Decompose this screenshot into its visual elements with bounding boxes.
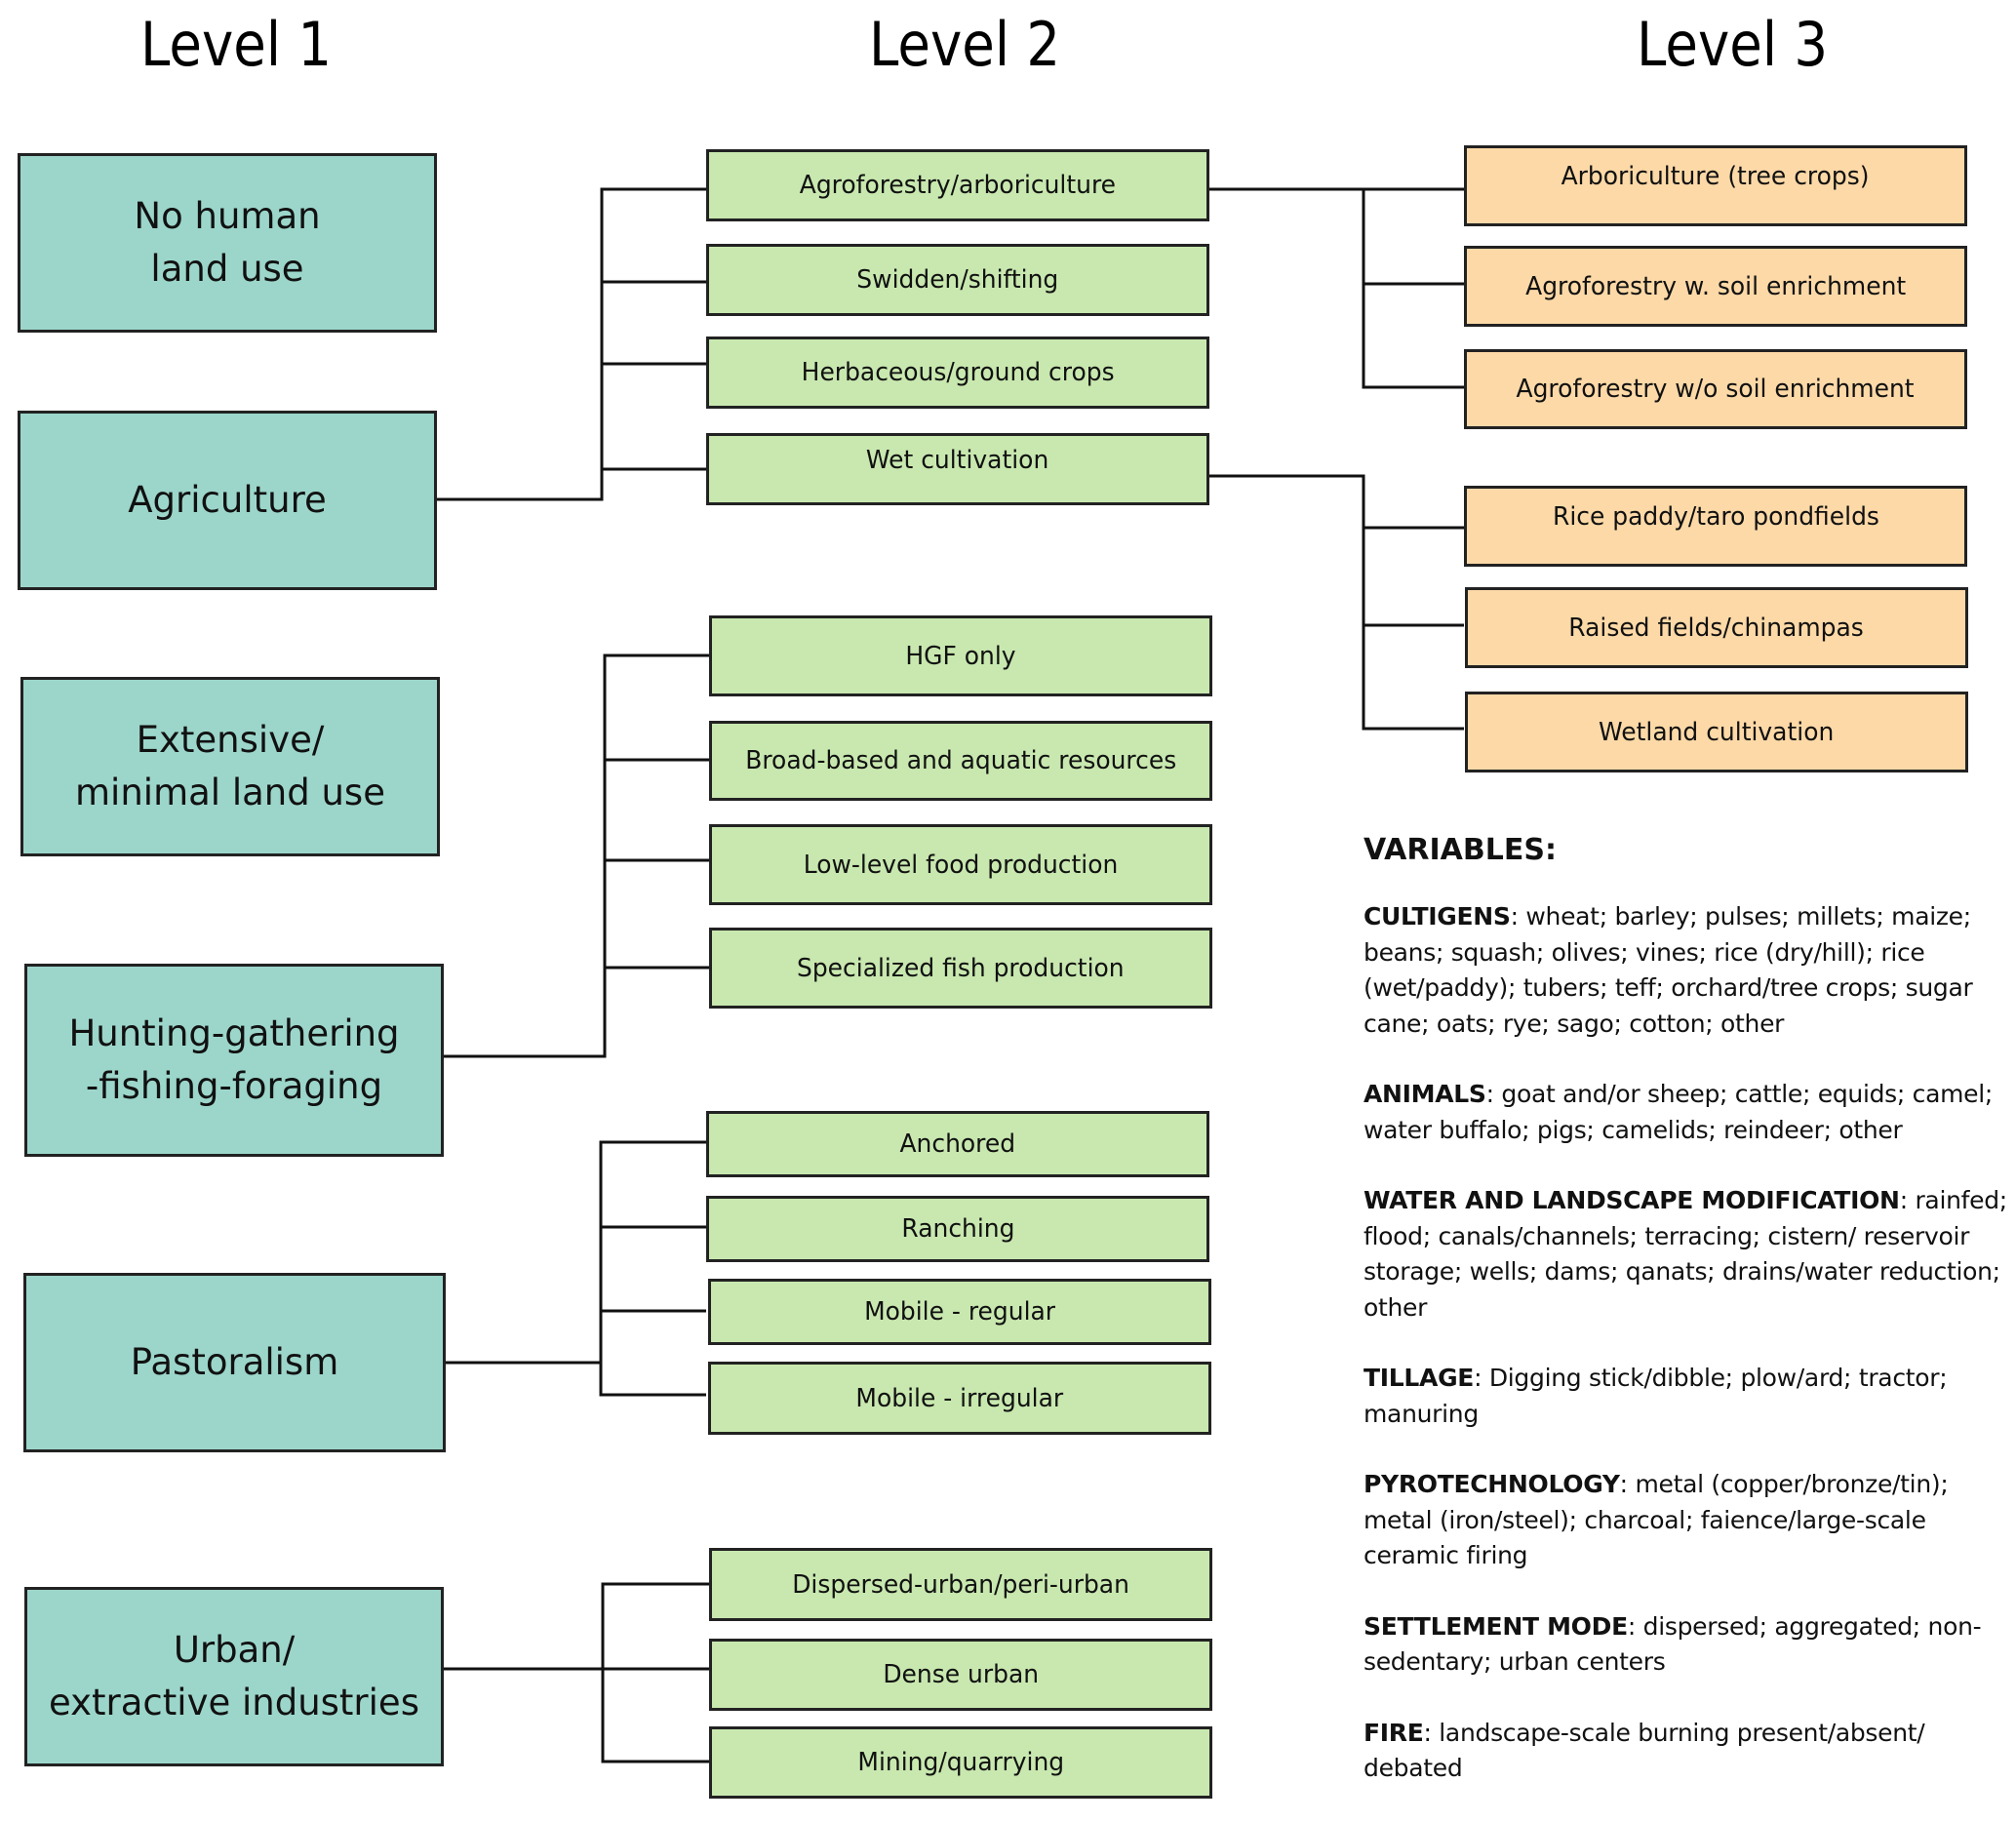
level-3-heading: Level 3	[1636, 9, 1829, 80]
variable-values: : wheat; barley; pulses; millets; maize;…	[1364, 902, 1973, 1038]
level2-ranching: Ranching	[706, 1196, 1209, 1262]
variable-values: : dispersed; aggregated; non-sedentary; …	[1364, 1611, 1982, 1677]
level1-hunting-gathering: Hunting-gathering -fishing-foraging	[24, 964, 444, 1157]
variable-values: : goat and/or sheep; cattle; equids; cam…	[1364, 1080, 1994, 1144]
level2-low-level-food: Low-level food production	[709, 824, 1212, 905]
level2-mobile-irregular: Mobile - irregular	[708, 1362, 1211, 1435]
level3-rice-paddy: Rice paddy/taro pondfields	[1464, 486, 1967, 567]
variable-values: : rainfed; flood; canals/channels; terra…	[1364, 1186, 2007, 1322]
box-label: Wet cultivation	[866, 446, 1049, 475]
variable-values: : landscape-scale burning present/absent…	[1364, 1718, 1925, 1783]
variable-name: PYROTECHNOLOGY	[1364, 1470, 1620, 1498]
variable-name: TILLAGE	[1364, 1364, 1475, 1392]
connector-urban-branch	[601, 1582, 709, 1763]
variable-name: WATER AND LANDSCAPE MODIFICATION	[1364, 1186, 1900, 1214]
box-label: Agriculture	[128, 479, 327, 521]
box-label: Ranching	[900, 1214, 1015, 1244]
variable-settlement-mode: SETTLEMENT MODE: dispersed; aggregated; …	[1364, 1609, 2007, 1681]
level2-dispersed-urban: Dispersed-urban/peri-urban	[709, 1548, 1212, 1621]
box-label: Dense urban	[883, 1660, 1039, 1689]
box-label: Hunting-gathering -fishing-foraging	[68, 1012, 400, 1107]
box-label: Low-level food production	[803, 850, 1119, 880]
variable-name: CULTIGENS	[1364, 902, 1511, 931]
box-label: Agroforestry/arboriculture	[799, 171, 1117, 200]
level-2-heading: Level 2	[868, 9, 1061, 80]
box-label: Mobile - irregular	[855, 1383, 1064, 1413]
level2-agroforestry: Agroforestry/arboriculture	[706, 149, 1209, 221]
box-label: Agroforestry w. soil enrichment	[1524, 271, 1907, 301]
box-label: Wetland cultivation	[1599, 717, 1835, 747]
variable-fire: FIRE: landscape-scale burning present/ab…	[1364, 1716, 2007, 1787]
level2-broad-based: Broad-based and aquatic resources	[709, 721, 1212, 801]
box-label: Urban/ extractive industries	[49, 1629, 419, 1723]
level2-herbaceous: Herbaceous/ground crops	[706, 337, 1209, 409]
variable-name: FIRE	[1364, 1718, 1424, 1747]
level2-mining-quarrying: Mining/quarrying	[709, 1726, 1212, 1799]
variable-values: : metal (copper/bronze/tin); metal (iron…	[1364, 1470, 1949, 1569]
connector-pastoral-branch	[599, 1140, 706, 1397]
variable-pyrotechnology: PYROTECHNOLOGY: metal (copper/bronze/tin…	[1364, 1467, 2007, 1574]
level2-swidden: Swidden/shifting	[706, 244, 1209, 316]
box-label: Raised fields/chinampas	[1568, 613, 1865, 643]
box-label: Mobile - regular	[864, 1297, 1055, 1327]
level2-mobile-regular: Mobile - regular	[708, 1279, 1211, 1345]
box-label: Mining/quarrying	[857, 1748, 1064, 1777]
connector-wet-l3	[1209, 474, 1464, 731]
level3-agroforestry-soil: Agroforestry w. soil enrichment	[1464, 246, 1967, 327]
level1-pastoralism: Pastoralism	[23, 1273, 446, 1452]
level1-no-human-land-use: No human land use	[18, 153, 437, 333]
level3-wetland-cultivation: Wetland cultivation	[1465, 692, 1968, 772]
level1-urban: Urban/ extractive industries	[24, 1587, 444, 1766]
connector-agriculture	[437, 187, 706, 501]
level1-extensive: Extensive/ minimal land use	[20, 677, 440, 856]
level2-anchored: Anchored	[706, 1111, 1209, 1177]
box-label: Agroforestry w/o soil enrichment	[1516, 375, 1916, 404]
level3-arboriculture: Arboriculture (tree crops)	[1464, 145, 1967, 226]
level3-raised-fields: Raised fields/chinampas	[1465, 587, 1968, 668]
variable-tillage: TILLAGE: Digging stick/dibble; plow/ard;…	[1364, 1361, 2007, 1432]
box-label: Arboriculture (tree crops)	[1561, 162, 1870, 191]
box-label: No human land use	[134, 195, 321, 290]
variable-cultigens: CULTIGENS: wheat; barley; pulses; millet…	[1364, 899, 2007, 1042]
level2-dense-urban: Dense urban	[709, 1639, 1212, 1711]
box-label: Herbaceous/ground crops	[801, 358, 1115, 387]
box-label: Dispersed-urban/peri-urban	[792, 1569, 1129, 1600]
box-label: Broad-based and aquatic resources	[744, 746, 1177, 775]
variable-name: SETTLEMENT MODE	[1364, 1611, 1628, 1641]
level1-agriculture: Agriculture	[18, 411, 437, 590]
box-label: Rice paddy/taro pondfields	[1552, 502, 1879, 532]
level2-specialized-fish: Specialized fish production	[709, 928, 1212, 1009]
box-label: Pastoralism	[130, 1341, 339, 1383]
variable-name: ANIMALS	[1364, 1080, 1486, 1108]
connector-hgf	[444, 654, 709, 1058]
variable-animals: ANIMALS: goat and/or sheep; cattle; equi…	[1364, 1077, 2007, 1148]
level3-agroforestry-no-soil: Agroforestry w/o soil enrichment	[1464, 349, 1967, 429]
level2-hgf-only: HGF only	[709, 615, 1212, 696]
level2-wet-cultivation: Wet cultivation	[706, 433, 1209, 505]
connector-agro-branch	[1362, 189, 1464, 389]
box-label: Specialized fish production	[797, 953, 1125, 983]
variable-water-landscape: WATER AND LANDSCAPE MODIFICATION: rainfe…	[1364, 1183, 2007, 1326]
box-label: HGF only	[905, 641, 1016, 671]
box-label: Extensive/ minimal land use	[75, 719, 385, 813]
variable-values: : Digging stick/dibble; plow/ard; tracto…	[1364, 1364, 1948, 1428]
box-label: Anchored	[899, 1129, 1016, 1159]
box-label: Swidden/shifting	[856, 265, 1059, 295]
variables-title: VARIABLES:	[1364, 833, 1557, 867]
level-1-heading: Level 1	[139, 9, 333, 80]
variables-legend: VARIABLES: CULTIGENS: wheat; barley; pul…	[1364, 831, 2007, 1822]
